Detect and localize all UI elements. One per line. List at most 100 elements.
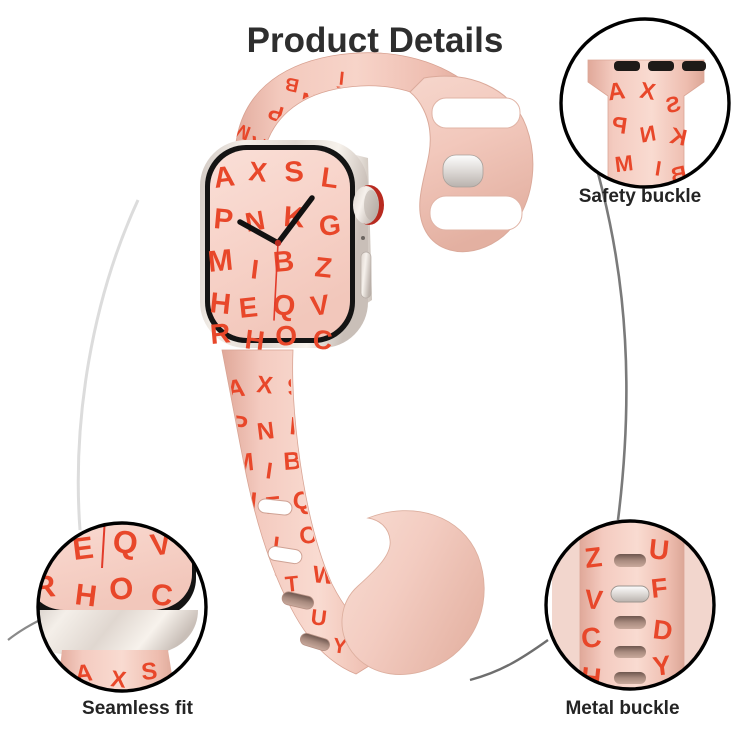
- metal-band-left-edge: [552, 540, 588, 672]
- svg-text:T: T: [284, 571, 301, 597]
- buckle-slot-upper: [431, 97, 521, 129]
- svg-text:H: H: [243, 324, 266, 356]
- callout-seamless-fit: H E Q V R H O C A X S: [35, 521, 208, 693]
- svg-text:K: K: [667, 122, 689, 151]
- svg-text:Z: Z: [313, 251, 333, 284]
- metal-buckle-pin: [610, 585, 650, 603]
- buckle-slot-lower: [429, 195, 523, 231]
- svg-text:R: R: [243, 523, 264, 552]
- svg-text:H: H: [35, 523, 62, 561]
- svg-text:V: V: [309, 289, 332, 322]
- band-tip: [341, 510, 485, 675]
- svg-text:Y: Y: [651, 650, 673, 682]
- side-button: [360, 251, 372, 299]
- seamless-second-hand: [101, 523, 107, 569]
- svg-text:O: O: [108, 570, 135, 607]
- digital-crown: [353, 185, 384, 225]
- svg-text:Q: Q: [111, 523, 139, 561]
- clock-hands: [237, 195, 315, 321]
- svg-text:A: A: [606, 77, 627, 106]
- svg-text:P: P: [391, 111, 406, 136]
- band-hole-3: [281, 591, 315, 610]
- svg-text:H: H: [73, 578, 99, 613]
- svg-text:M: M: [206, 244, 234, 279]
- svg-text:S: S: [663, 91, 683, 119]
- svg-text:B: B: [272, 245, 296, 279]
- svg-text:I: I: [264, 457, 274, 484]
- svg-text:C: C: [311, 324, 334, 356]
- leader-line-bottom-right: [469, 639, 549, 682]
- band-adjustment-holes: [257, 498, 331, 652]
- band-hole-4: [299, 632, 331, 652]
- leader-line-bottom-left: [7, 619, 41, 641]
- svg-text:I: I: [249, 254, 260, 285]
- watch-assembly: A X S L P P N K G M Z B I: [200, 52, 534, 675]
- svg-text:G: G: [317, 209, 342, 242]
- svg-text:V: V: [583, 584, 604, 615]
- callout-label-metal-buckle: Metal buckle: [565, 698, 680, 719]
- metal-hole-4: [614, 672, 646, 684]
- page-title: Product Details: [246, 21, 504, 60]
- svg-text:D: D: [651, 614, 674, 646]
- svg-text:O: O: [274, 320, 298, 352]
- svg-text:H: H: [208, 287, 232, 321]
- seamless-bubble-border: [36, 521, 208, 693]
- watch-face-letters: A X S L P N K G M I B Z H E Q V R: [206, 156, 342, 357]
- crown-inner: [364, 190, 378, 220]
- svg-text:P: P: [610, 111, 629, 139]
- microphone-port: [361, 236, 365, 240]
- lower-band: A X S P N K M I B H E Q R L O G T: [221, 349, 485, 675]
- svg-text:P: P: [212, 203, 234, 237]
- svg-text:U: U: [309, 604, 328, 631]
- lug-slot-1: [614, 61, 640, 71]
- metal-hole-1: [614, 554, 646, 567]
- minute-hand: [275, 195, 315, 246]
- callout-label-seamless-fit: Seamless fit: [82, 698, 193, 719]
- metal-band-strap: [579, 521, 685, 689]
- svg-text:E: E: [71, 530, 96, 567]
- svg-text:I: I: [338, 66, 345, 87]
- svg-text:H: H: [237, 486, 258, 516]
- metal-hole-3: [614, 646, 646, 658]
- svg-text:L: L: [319, 161, 340, 194]
- svg-text:A: A: [212, 160, 237, 195]
- svg-text:S: S: [286, 373, 305, 402]
- hour-hand: [237, 219, 281, 246]
- safety-bubble-border: [559, 17, 731, 189]
- svg-text:S: S: [317, 107, 337, 136]
- svg-text:Q: Q: [291, 486, 313, 516]
- svg-text:S: S: [283, 156, 305, 189]
- svg-text:X: X: [255, 371, 274, 400]
- safety-buckle-part: [409, 75, 534, 253]
- leader-line-left: [76, 199, 140, 531]
- svg-text:N: N: [638, 120, 658, 147]
- second-hand: [273, 242, 279, 321]
- band-hole-2: [267, 545, 303, 565]
- svg-text:X: X: [637, 77, 657, 105]
- svg-text:M: M: [613, 150, 634, 177]
- lug-slot-2: [648, 61, 674, 71]
- svg-text:Y: Y: [331, 634, 348, 659]
- svg-text:E: E: [237, 291, 259, 324]
- svg-text:F: F: [649, 572, 669, 604]
- svg-text:X: X: [247, 156, 268, 188]
- lower-band-strap: [221, 349, 399, 675]
- svg-text:G: G: [257, 565, 278, 593]
- svg-text:B: B: [283, 72, 301, 95]
- callout-metal-buckle: Z U V F C D H Y S: [544, 519, 716, 691]
- svg-text:U: U: [647, 533, 670, 566]
- svg-text:I: I: [653, 157, 662, 181]
- buckle-metal-pin: [442, 154, 484, 188]
- svg-text:Z: Z: [583, 541, 604, 574]
- watch-case: A X S L P N K G M I B Z H E Q V R: [200, 140, 384, 356]
- svg-text:C: C: [580, 621, 603, 654]
- callout-label-safety-buckle: Safety buckle: [578, 186, 702, 207]
- svg-text:M: M: [231, 118, 254, 144]
- svg-text:K: K: [288, 412, 308, 441]
- metal-band-right-edge: [676, 540, 712, 672]
- hands-pivot: [274, 239, 282, 247]
- metal-hole-2: [614, 616, 646, 629]
- metal-bubble-border: [544, 519, 716, 691]
